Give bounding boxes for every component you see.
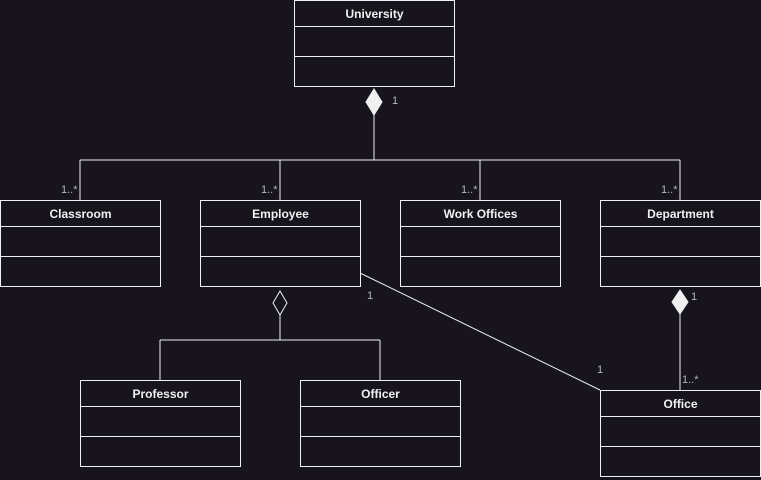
class-employee-attributes [201, 227, 360, 257]
class-office-attributes [601, 417, 760, 447]
class-professor-name: Professor [81, 381, 240, 407]
class-department-methods [601, 257, 760, 286]
university-composition-diamond [365, 88, 383, 116]
multiplicity-work-offices: 1..* [461, 184, 478, 196]
class-work-offices-attributes [401, 227, 560, 257]
multiplicity-office-composition: 1..* [682, 374, 699, 386]
class-officer-name: Officer [301, 381, 460, 407]
class-classroom-attributes [1, 227, 160, 257]
class-department-attributes [601, 227, 760, 257]
class-professor-methods [81, 437, 240, 466]
class-classroom-methods [1, 257, 160, 286]
multiplicity-employee-office-employee: 1 [367, 290, 374, 302]
class-university[interactable]: University [294, 0, 455, 87]
multiplicity-department-composition: 1 [691, 291, 698, 303]
class-employee-methods [201, 257, 360, 286]
class-employee[interactable]: Employee [200, 200, 361, 287]
class-professor-attributes [81, 407, 240, 437]
multiplicity-university: 1 [392, 95, 399, 107]
class-department-name: Department [601, 201, 760, 227]
class-officer-methods [301, 437, 460, 466]
class-classroom-name: Classroom [1, 201, 160, 227]
class-university-methods [295, 57, 454, 86]
class-work-offices-methods [401, 257, 560, 286]
class-classroom[interactable]: Classroom [0, 200, 161, 287]
class-university-name: University [295, 1, 454, 27]
multiplicity-employee: 1..* [261, 184, 278, 196]
employee-aggregation-diamond [272, 290, 288, 316]
class-professor[interactable]: Professor [80, 380, 241, 467]
class-work-offices-name: Work Offices [401, 201, 560, 227]
multiplicity-department: 1..* [661, 184, 678, 196]
class-work-offices[interactable]: Work Offices [400, 200, 561, 287]
multiplicity-employee-office-office: 1 [597, 364, 604, 376]
department-composition-diamond [671, 289, 689, 315]
class-university-attributes [295, 27, 454, 57]
class-office-name: Office [601, 391, 760, 417]
multiplicity-classroom: 1..* [61, 184, 78, 196]
class-officer[interactable]: Officer [300, 380, 461, 467]
class-department[interactable]: Department [600, 200, 761, 287]
class-employee-name: Employee [201, 201, 360, 227]
class-office[interactable]: Office [600, 390, 761, 477]
class-officer-attributes [301, 407, 460, 437]
employee-office-association-line [359, 272, 601, 391]
class-office-methods [601, 447, 760, 476]
